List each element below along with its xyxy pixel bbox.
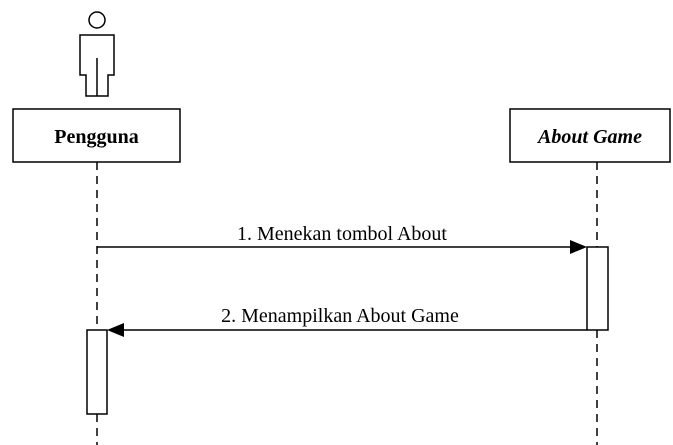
message-2: 2. Menampilkan About Game xyxy=(107,305,587,337)
message-1-label: 1. Menekan tombol About xyxy=(237,223,447,245)
message-2-arrowhead xyxy=(107,323,124,337)
actor-label-pengguna: Pengguna xyxy=(54,126,138,148)
activation-bar-about-game xyxy=(586,246,609,331)
message-1-arrowhead xyxy=(570,240,587,254)
lifeline-header-pengguna: Pengguna xyxy=(12,108,181,163)
person-icon xyxy=(79,11,115,97)
message-2-label: 2. Menampilkan About Game xyxy=(221,305,459,327)
actor-label-about-game: About Game xyxy=(536,126,642,148)
message-1: 1. Menekan tombol About xyxy=(97,223,587,254)
activation-bar-pengguna xyxy=(86,329,108,415)
lifeline-header-about-game: About Game xyxy=(509,108,671,163)
